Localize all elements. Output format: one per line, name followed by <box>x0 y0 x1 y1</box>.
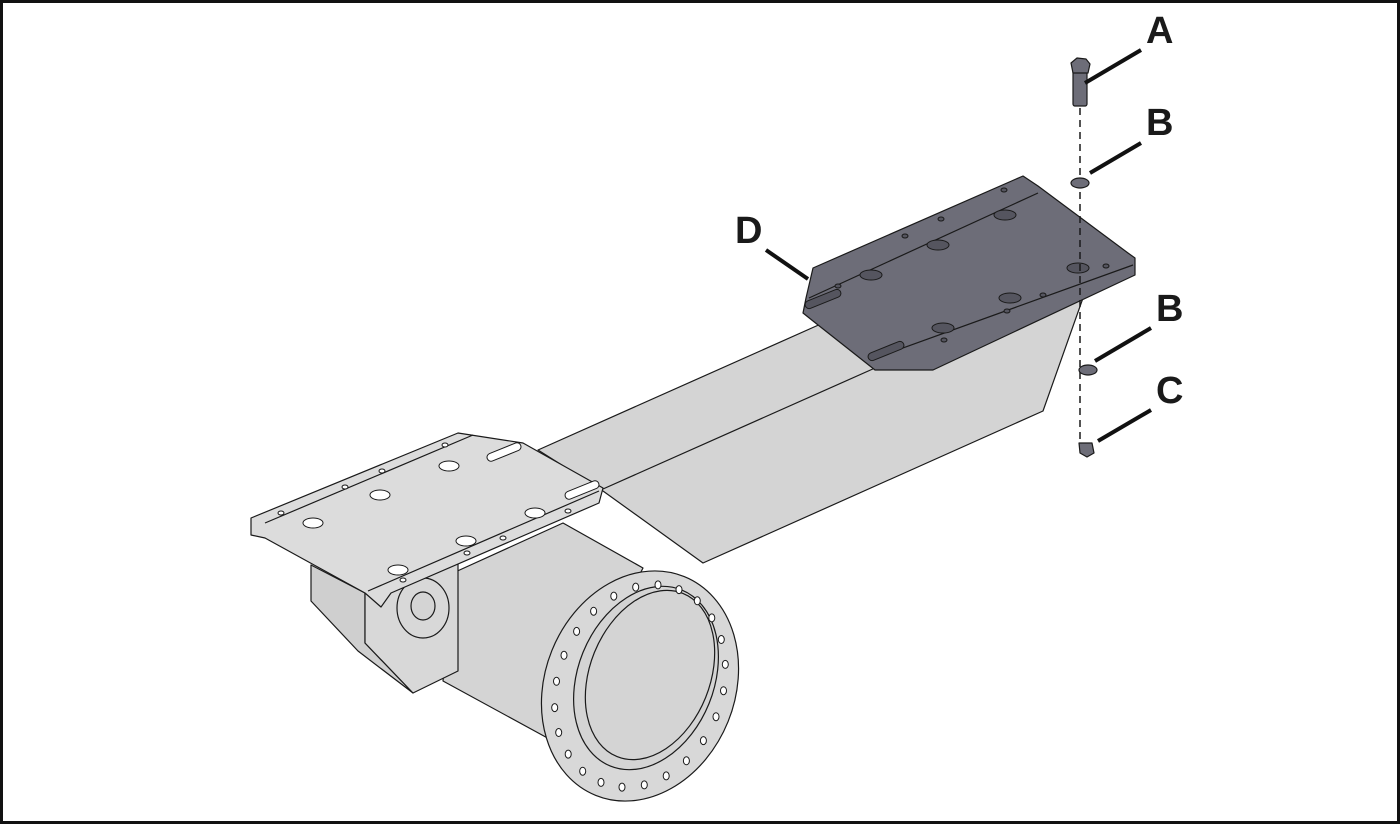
callout-b-washer-bottom: B <box>1156 288 1183 330</box>
lower-bracket <box>310 550 459 694</box>
flange-bolt-hole <box>662 771 670 781</box>
nut-icon <box>1078 442 1095 458</box>
washer-upper-icon <box>1070 177 1090 189</box>
flange-bolt-hole <box>573 626 581 636</box>
flange-bolt-hole <box>682 756 690 766</box>
exploded-assembly-drawing: A B B C D <box>250 10 1183 802</box>
flange-bolt-hole <box>699 736 707 746</box>
callout-b-washer-top: B <box>1146 102 1173 144</box>
flange-bolt-hole <box>708 613 716 623</box>
flange-bolt-hole <box>553 676 560 686</box>
flange-bolt-hole <box>564 749 572 759</box>
flange-bolt-hole <box>717 635 725 644</box>
callout-a: A <box>1146 10 1173 52</box>
flange-bolt-hole <box>579 766 587 776</box>
callout-c: C <box>1156 370 1183 412</box>
flange-bolt-hole <box>721 659 729 669</box>
washer-lower-icon <box>1078 364 1098 376</box>
flange-bolt-hole <box>675 585 683 595</box>
flange-bolt-hole <box>551 703 559 713</box>
callout-d: D <box>735 210 762 252</box>
flange-bolt-hole <box>632 582 640 592</box>
flange-bolt-hole <box>618 782 626 792</box>
flange-bolt-hole <box>590 606 598 616</box>
flange-bolt-hole <box>720 686 727 696</box>
flange-bolt-hole <box>654 580 662 590</box>
flange-bolt-hole <box>712 712 720 722</box>
flange <box>540 570 740 802</box>
fastener-stack <box>1070 57 1098 458</box>
bolt-icon <box>1070 57 1091 107</box>
flange-bolt-hole <box>560 650 568 660</box>
flange-bolt-hole <box>597 777 605 787</box>
flange-bolt-hole <box>693 596 701 606</box>
mounting-plate-d <box>802 175 1136 371</box>
leader-lines <box>764 48 1153 443</box>
flange-bolt-hole <box>610 591 618 601</box>
flange-bolt-hole <box>555 728 563 737</box>
flange-bolt-hole <box>640 780 648 790</box>
mounting-plate-left <box>250 432 604 608</box>
